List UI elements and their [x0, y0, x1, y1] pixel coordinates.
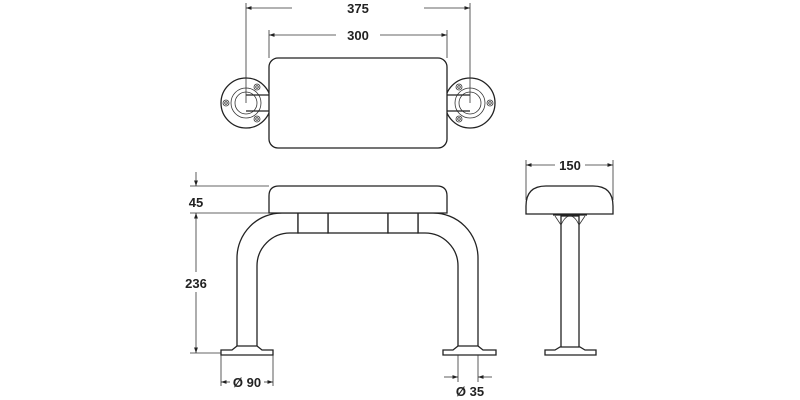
dimension-flange-diameter: Ø 90 [220, 355, 274, 390]
dimension-375: 375 [245, 1, 471, 103]
side-view: 150 [525, 158, 614, 356]
dimension-label-45: 45 [189, 195, 203, 210]
left-bracket [297, 212, 329, 234]
right-leg [417, 212, 479, 350]
dimension-300: 300 [268, 28, 448, 58]
dimension-150: 150 [525, 158, 614, 200]
right-bracket [387, 212, 419, 234]
right-floor-flange [442, 345, 497, 356]
side-post [560, 215, 580, 351]
dimension-label-35: Ø 35 [456, 384, 484, 399]
side-floor-flange [544, 346, 597, 356]
seat-top-view [268, 57, 448, 149]
dimension-label-236: 236 [185, 276, 207, 291]
dimension-label-90: Ø 90 [233, 375, 261, 390]
dimension-45: 45 [189, 172, 269, 214]
dimension-tube-diameter: Ø 35 [444, 355, 492, 399]
dimension-label-300: 300 [347, 28, 369, 43]
front-view: 45 236 Ø 90 Ø 35 [185, 172, 497, 399]
dimension-label-375: 375 [347, 1, 369, 16]
seat-side-view [525, 185, 614, 215]
left-floor-flange [220, 345, 274, 356]
dimension-label-150: 150 [559, 158, 581, 173]
dimension-236: 236 [185, 213, 221, 354]
left-leg [236, 212, 299, 350]
crossbar [327, 212, 389, 234]
top-view: 375 300 [220, 1, 496, 149]
seat-front-view [268, 185, 448, 214]
